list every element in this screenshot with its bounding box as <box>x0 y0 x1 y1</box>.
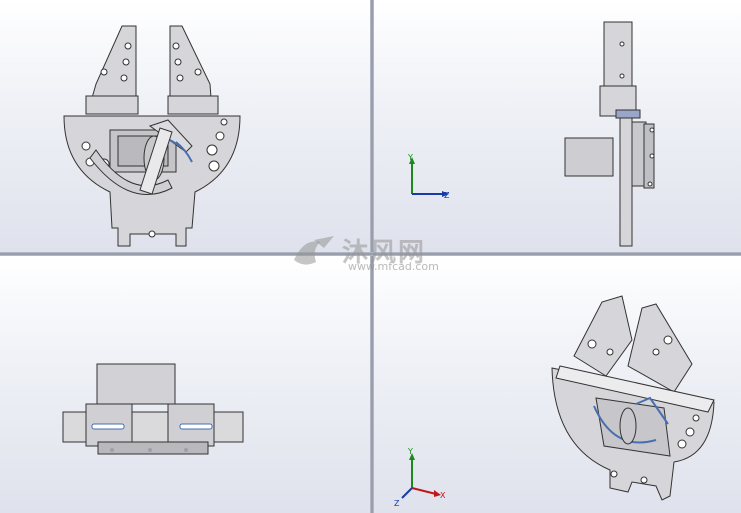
base-side <box>619 117 633 247</box>
axis-label-y: Y <box>407 447 413 456</box>
servo-top <box>96 363 176 405</box>
axis-label-y: Y <box>407 153 413 162</box>
right-view-drawing: Y Z <box>407 21 655 247</box>
triad-iso: Y X Z <box>394 447 446 508</box>
top-view-drawing <box>62 363 244 455</box>
viewport-front[interactable] <box>0 0 370 252</box>
right-jaw-mount <box>167 95 219 115</box>
axis-label-z: Z <box>444 191 450 200</box>
isometric-view-drawing: Y X Z <box>394 295 715 508</box>
servo-side <box>564 137 614 177</box>
left-linkage <box>89 149 173 195</box>
axis-label-x: X <box>440 491 446 500</box>
viewport-right[interactable]: Y Z <box>374 0 741 252</box>
axis-label-z: Z <box>394 499 400 508</box>
triad-right: Y Z <box>407 153 450 200</box>
jaw-column <box>603 21 633 93</box>
iso-right-jaw <box>627 303 693 393</box>
iso-left-jaw <box>573 295 633 377</box>
left-jaw-mount <box>85 95 139 115</box>
front-view-drawing <box>63 25 241 247</box>
viewport-divider-horizontal[interactable] <box>0 252 741 256</box>
viewport-divider-vertical[interactable] <box>370 0 374 513</box>
viewport-isometric[interactable]: Y X Z <box>374 256 741 513</box>
viewport-top[interactable] <box>0 256 370 513</box>
